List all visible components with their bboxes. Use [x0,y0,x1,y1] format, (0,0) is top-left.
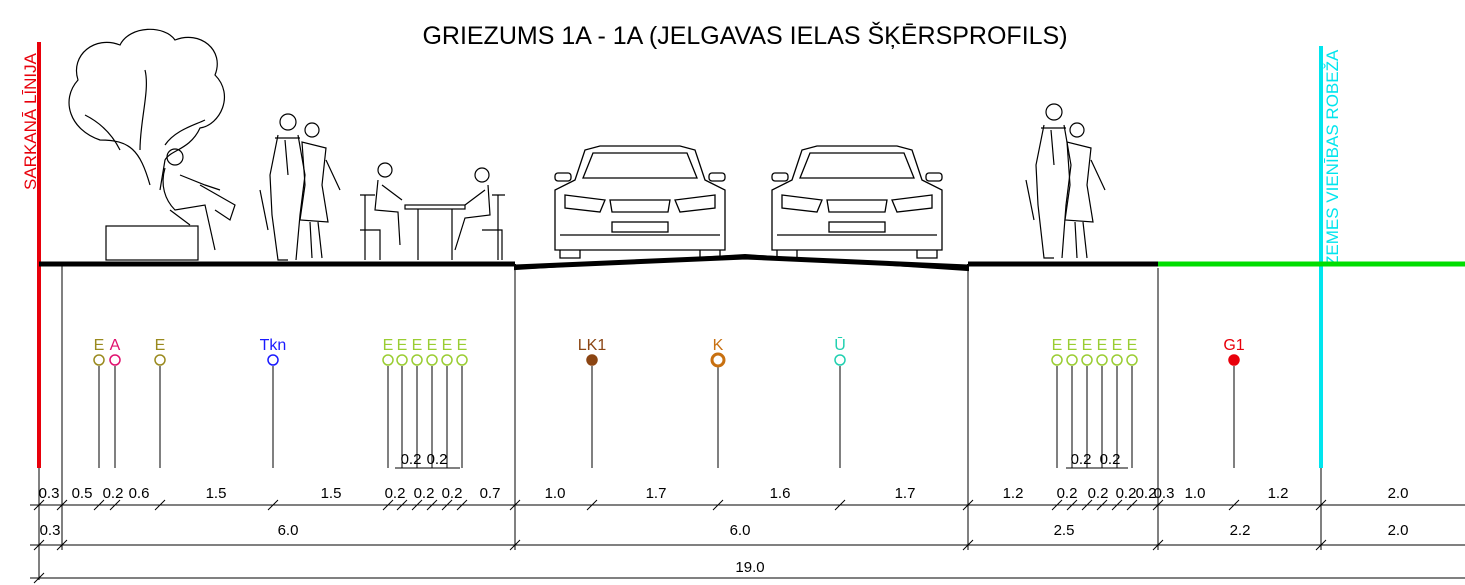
utility-label: E [1097,337,1108,354]
utility-e: E [411,337,423,468]
dimension-label: 1.7 [895,485,916,502]
dimension-label: 1.6 [770,485,791,502]
utility-label: E [94,337,105,354]
car-left [554,145,726,259]
dimension-label: 0.3 [40,522,61,539]
utility-label: E [1067,337,1078,354]
utility-g1: G1 [1223,337,1245,468]
dimension-label: 0.2 [401,451,422,468]
dimension-label: 0.2 [103,485,124,502]
dimension-label: 0.2 [385,485,406,502]
dimension-label: 0.6 [129,485,150,502]
dimension-label: 0.2 [1100,451,1121,468]
dimension-label: 0.2 [1057,485,1078,502]
dimension-label: 2.2 [1230,522,1251,539]
utility-lk1: LK1 [578,337,607,468]
utility-e: E [456,337,468,468]
red-line-label: SARKANĀ LĪNIJA [21,52,40,190]
drawing-title: GRIEZUMS 1A - 1A (JELGAVAS IELAS ŠĶĒRSPR… [422,21,1067,50]
boundary-label: ZEMES VIENĪBAS ROBEŽA [1323,49,1342,266]
utility-e: E [441,337,453,468]
utility-label: E [155,337,166,354]
utility-e: E [396,337,408,468]
utility-e: E [1066,337,1078,468]
dimension-label: 1.0 [545,485,566,502]
dimension-label: 0.2 [442,485,463,502]
utility-label: E [412,337,423,354]
utility-label: E [397,337,408,354]
dimension-label: 0.2 [414,485,435,502]
utility-e: E [154,337,166,468]
dimension-label: 2.0 [1388,522,1409,539]
utility-e: E [1051,337,1063,468]
utility-tkn: Tkn [260,337,287,468]
utility-label: A [110,337,121,354]
utility-label: E [442,337,453,354]
dimension-label: 0.2 [1116,485,1137,502]
dimension-label: 1.7 [646,485,667,502]
dimension-label: 0.2 [427,451,448,468]
utility-e: E [382,337,394,468]
utility-e: E [426,337,438,468]
dimension-label: 0.2 [1136,485,1157,502]
utility-e: E [93,337,105,468]
dimension-label: 1.5 [321,485,342,502]
car-right [771,145,943,259]
dimension-lines [30,504,1465,579]
utility-label: E [1127,337,1138,354]
dimension-label: 6.0 [278,522,299,539]
utility-e: E [1111,337,1123,468]
dimension-total: 19.0 [735,559,764,576]
utility-a: A [109,337,121,468]
utility-label: K [713,337,724,354]
dimension-label: 0.7 [480,485,501,502]
utility-label: E [427,337,438,354]
utility-e: E [1081,337,1093,468]
dimension-label: 0.2 [1088,485,1109,502]
dimension-label: 1.5 [206,485,227,502]
utility-k: K [710,337,726,468]
pedestrians-left [259,113,341,261]
utility-label: E [1082,337,1093,354]
ground-profile [39,253,1465,272]
dimension-label: 2.0 [1388,485,1409,502]
dimension-ticks [33,467,1327,584]
utility-ū: Ū [834,336,846,468]
cafe-illustration [360,162,505,260]
utility-label: G1 [1223,337,1244,354]
utility-label: Tkn [260,337,287,354]
utility-label: E [1112,337,1123,354]
utility-e: E [1096,337,1108,468]
dimension-label: 1.0 [1185,485,1206,502]
tree-illustration [68,28,236,261]
dimension-label: 6.0 [730,522,751,539]
dimension-label: 1.2 [1003,485,1024,502]
utility-label: E [1052,337,1063,354]
utility-label: LK1 [578,337,607,354]
section-dividers [38,264,1322,580]
utility-label: E [457,337,468,354]
dimension-label: 1.2 [1268,485,1289,502]
dimension-label: 0.5 [72,485,93,502]
utility-label: E [383,337,394,354]
utility-label: Ū [834,336,846,354]
utility-e: E [1126,337,1138,468]
dimension-label: 0.3 [1154,485,1175,502]
dimension-label: 2.5 [1054,522,1075,539]
pedestrians-right [1025,103,1106,259]
dimension-label: 0.3 [39,485,60,502]
dimension-label: 0.2 [1071,451,1092,468]
